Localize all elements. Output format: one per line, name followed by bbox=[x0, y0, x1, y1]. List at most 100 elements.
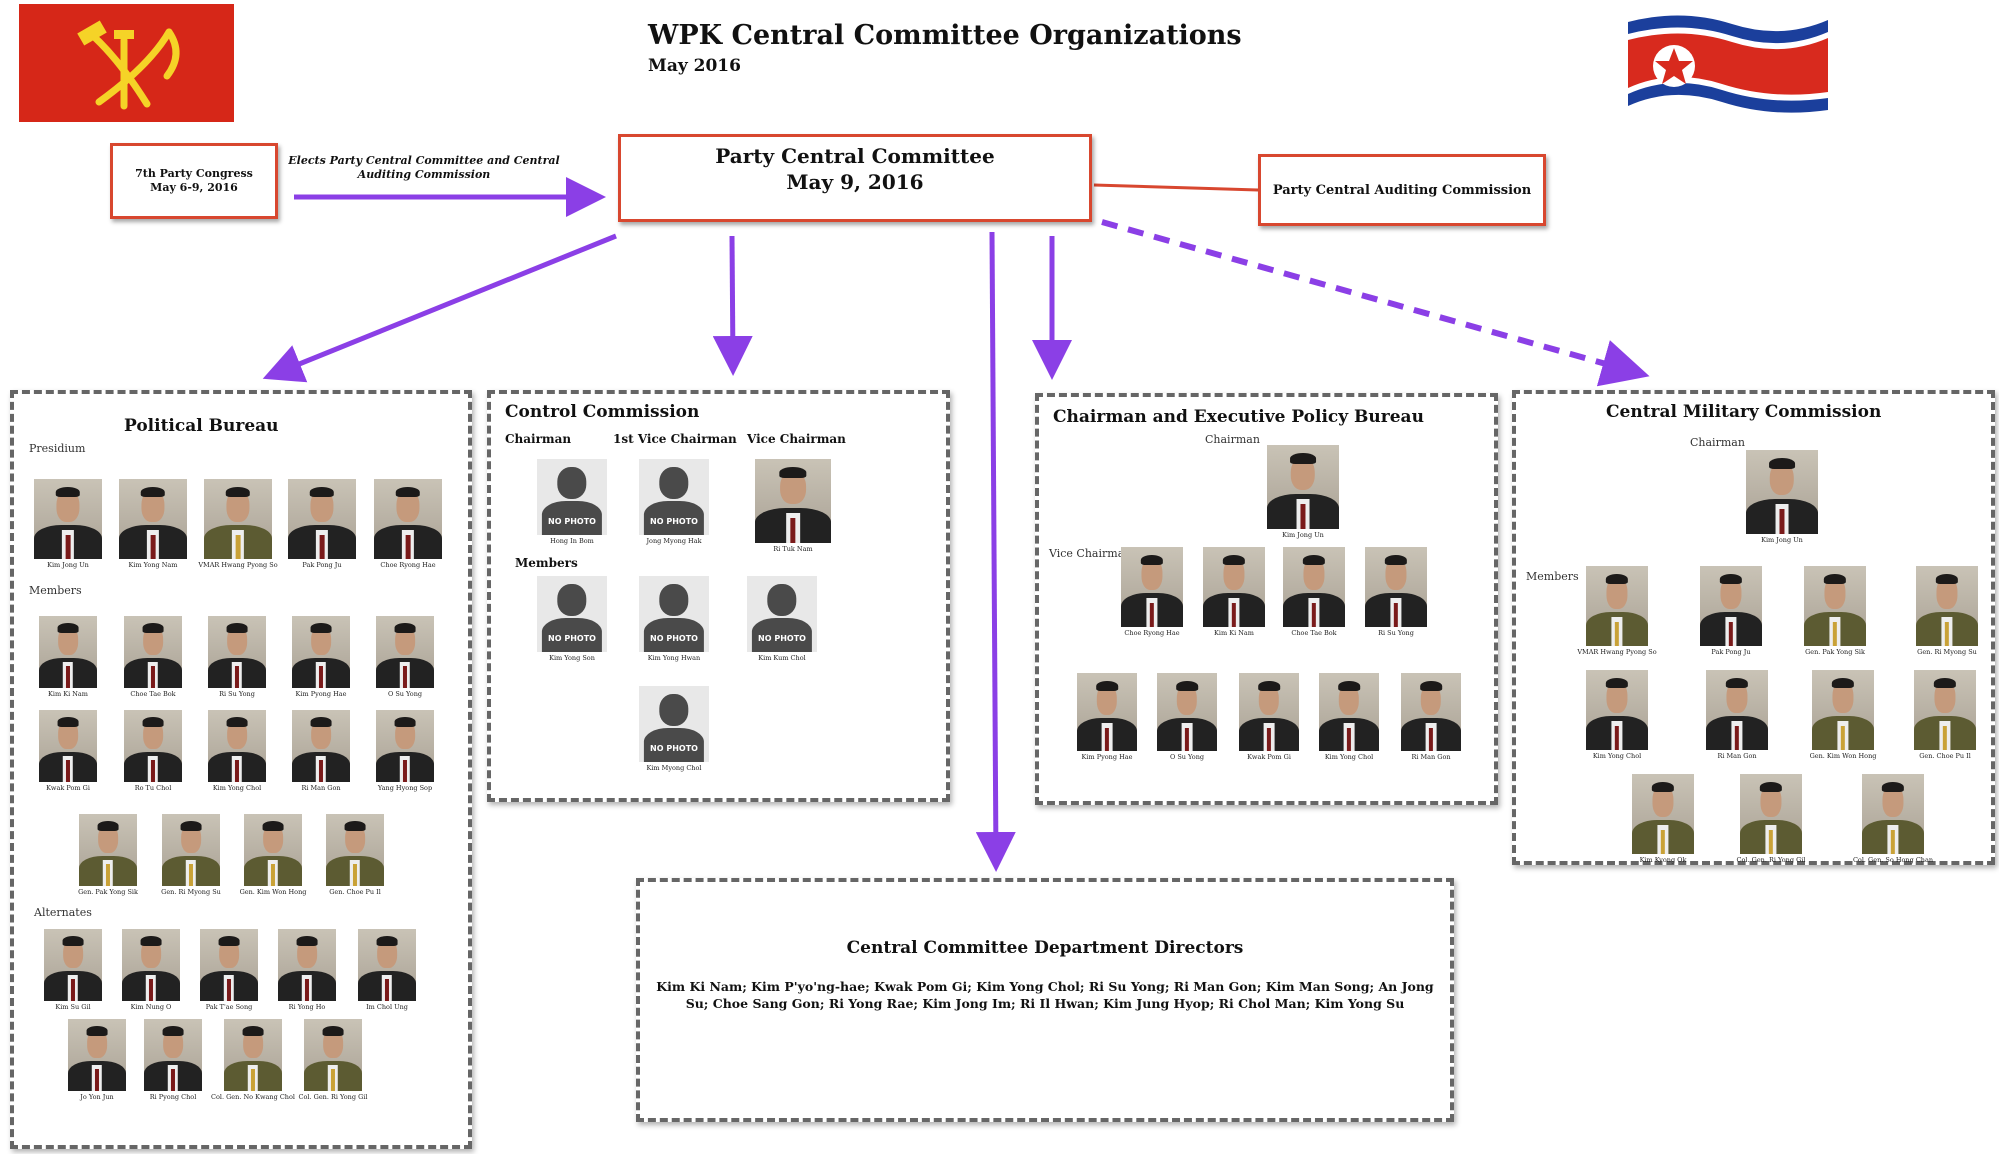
member-name: VMAR Hwang Pyong So bbox=[198, 561, 278, 569]
portrait-photo bbox=[1916, 566, 1978, 646]
member-name: Kim Yong Chol bbox=[1592, 752, 1642, 760]
member-name: Kim Jong Un bbox=[1282, 531, 1324, 539]
no-photo-placeholder: NO PHOTO bbox=[639, 576, 709, 652]
portrait-photo bbox=[326, 814, 384, 886]
member-card: NO PHOTO Kim Yong Hwan bbox=[626, 576, 722, 662]
member-name: Gen. Ri Myong Su bbox=[161, 888, 221, 896]
member-name: Ri Pyong Chol bbox=[149, 1093, 197, 1101]
member-name: VMAR Hwang Pyong So bbox=[1577, 648, 1657, 656]
member-name: O Su Yong bbox=[1169, 753, 1205, 761]
member-name: Choe Tae Bok bbox=[1291, 629, 1337, 637]
auditing-commission-box: Party Central Auditing Commission bbox=[1258, 154, 1546, 226]
portrait-photo bbox=[119, 479, 187, 559]
member-name: Gen. Kim Won Hong bbox=[1809, 752, 1877, 760]
presidium-label: Presidium bbox=[29, 442, 86, 455]
member-card: Kim Su Gil bbox=[25, 929, 121, 1011]
member-name: Kim Ki Nam bbox=[1214, 629, 1254, 637]
member-name: Pak T'ae Song bbox=[205, 1003, 253, 1011]
executive-chairman-label: Chairman bbox=[1205, 433, 1260, 446]
member-name: Hong In Bom bbox=[550, 537, 594, 545]
portrait-photo bbox=[200, 929, 258, 1001]
member-name: Pak Pong Ju bbox=[302, 561, 342, 569]
portrait-photo bbox=[292, 616, 350, 688]
arrow-pcc-to-control bbox=[712, 235, 753, 376]
member-name: Gen. Pak Yong Sik bbox=[78, 888, 138, 896]
member-card: Kim Yong Chol bbox=[1569, 670, 1665, 760]
member-card: Gen. Kim Won Hong bbox=[1795, 670, 1891, 760]
dashed-arrow-pcc-to-cmc bbox=[1101, 219, 1650, 387]
dprk-flag-icon bbox=[1628, 15, 1828, 113]
no-photo-label: NO PHOTO bbox=[548, 516, 596, 526]
political-bureau-box: Political Bureau Presidium Members Alter… bbox=[10, 390, 472, 1149]
line-pcc-to-audit bbox=[1093, 183, 1259, 192]
no-photo-placeholder: NO PHOTO bbox=[639, 686, 709, 762]
member-card: Choe Tae Bok bbox=[105, 616, 201, 698]
no-photo-label: NO PHOTO bbox=[650, 633, 698, 643]
portrait-photo bbox=[1914, 670, 1976, 750]
portrait-photo bbox=[1812, 670, 1874, 750]
portrait-photo bbox=[1740, 774, 1802, 854]
arrow-pcc-to-departments bbox=[975, 231, 1016, 872]
member-card: Pak T'ae Song bbox=[181, 929, 277, 1011]
member-card: Ri Su Yong bbox=[189, 616, 285, 698]
no-photo-placeholder: NO PHOTO bbox=[747, 576, 817, 652]
no-photo-label: NO PHOTO bbox=[548, 633, 596, 643]
member-card: Kim Nung O bbox=[103, 929, 199, 1011]
member-name: Kim Jong Un bbox=[47, 561, 89, 569]
member-name: Ri Man Gon bbox=[301, 784, 341, 792]
member-name: Gen. Kim Won Hong bbox=[239, 888, 307, 896]
member-name: Kim Yong Chol bbox=[1324, 753, 1374, 761]
member-name: Kim Yong Hwan bbox=[647, 654, 701, 662]
dprk-flag bbox=[1622, 14, 1832, 118]
member-card: Choe Tae Bok bbox=[1266, 547, 1362, 637]
member-name: Kim Su Gil bbox=[55, 1003, 91, 1011]
portrait-photo bbox=[376, 710, 434, 782]
member-name: Col. Gen. No Kwang Chol bbox=[211, 1093, 295, 1101]
portrait-photo bbox=[292, 710, 350, 782]
elects-label: Elects Party Central Committee and Centr… bbox=[288, 154, 560, 181]
member-card: O Su Yong bbox=[357, 616, 453, 698]
member-name: Jo Yon Jun bbox=[80, 1093, 114, 1101]
member-name: Ri Su Yong bbox=[1378, 629, 1414, 637]
member-card: Ri Pyong Chol bbox=[125, 1019, 221, 1101]
department-directors-title: Central Committee Department Directors bbox=[846, 938, 1244, 958]
member-card: Col. Gen. Ri Yong Gil bbox=[1723, 774, 1819, 864]
member-card: Ri Tuk Nam bbox=[745, 459, 841, 553]
member-name: Gen. Ri Myong Su bbox=[1917, 648, 1977, 656]
member-card: Ro Tu Chol bbox=[105, 710, 201, 792]
portrait-photo bbox=[1586, 670, 1648, 750]
control-members-label: Members bbox=[515, 556, 578, 570]
portrait-photo bbox=[1401, 673, 1461, 751]
executive-vice-label: Vice Chairman bbox=[1049, 547, 1132, 560]
member-card: Gen. Ri Myong Su bbox=[1899, 566, 1995, 656]
member-name: Jong Myong Hak bbox=[646, 537, 702, 545]
portrait-photo bbox=[1077, 673, 1137, 751]
control-vice-label: Vice Chairman bbox=[747, 432, 846, 446]
member-card: Kim Pyong Hae bbox=[1059, 673, 1155, 761]
member-name: Ri Su Yong bbox=[219, 690, 255, 698]
member-name: Kim Pyong Hae bbox=[295, 690, 347, 698]
member-card: Kim Kyong Ok bbox=[1615, 774, 1711, 864]
portrait-photo bbox=[1203, 547, 1265, 627]
member-card: Kim Jong Un bbox=[1255, 445, 1351, 539]
control-vice1-label: 1st Vice Chairman bbox=[613, 432, 737, 446]
portrait-photo bbox=[204, 479, 272, 559]
wpk-emblem-icon bbox=[77, 20, 180, 110]
executive-policy-bureau-box: Chairman and Executive Policy Bureau Cha… bbox=[1035, 393, 1498, 805]
portrait-photo bbox=[1239, 673, 1299, 751]
portrait-photo bbox=[1365, 547, 1427, 627]
portrait-photo bbox=[1319, 673, 1379, 751]
portrait-photo bbox=[34, 479, 102, 559]
member-name: Ri Man Gon bbox=[1411, 753, 1451, 761]
no-photo-label: NO PHOTO bbox=[650, 743, 698, 753]
portrait-photo bbox=[1706, 670, 1768, 750]
member-card: Ri Su Yong bbox=[1348, 547, 1444, 637]
member-card: Im Chol Ung bbox=[339, 929, 435, 1011]
member-name: Yang Hyong Sop bbox=[377, 784, 433, 792]
department-directors-list: Kim Ki Nam; Kim P'yo'ng-hae; Kwak Pom Gi… bbox=[656, 979, 1434, 1011]
member-card: Kim Yong Chol bbox=[1301, 673, 1397, 761]
member-card: Gen. Pak Yong Sik bbox=[60, 814, 156, 896]
member-card: VMAR Hwang Pyong So bbox=[190, 479, 286, 569]
member-name: Gen. Pak Yong Sik bbox=[1805, 648, 1865, 656]
